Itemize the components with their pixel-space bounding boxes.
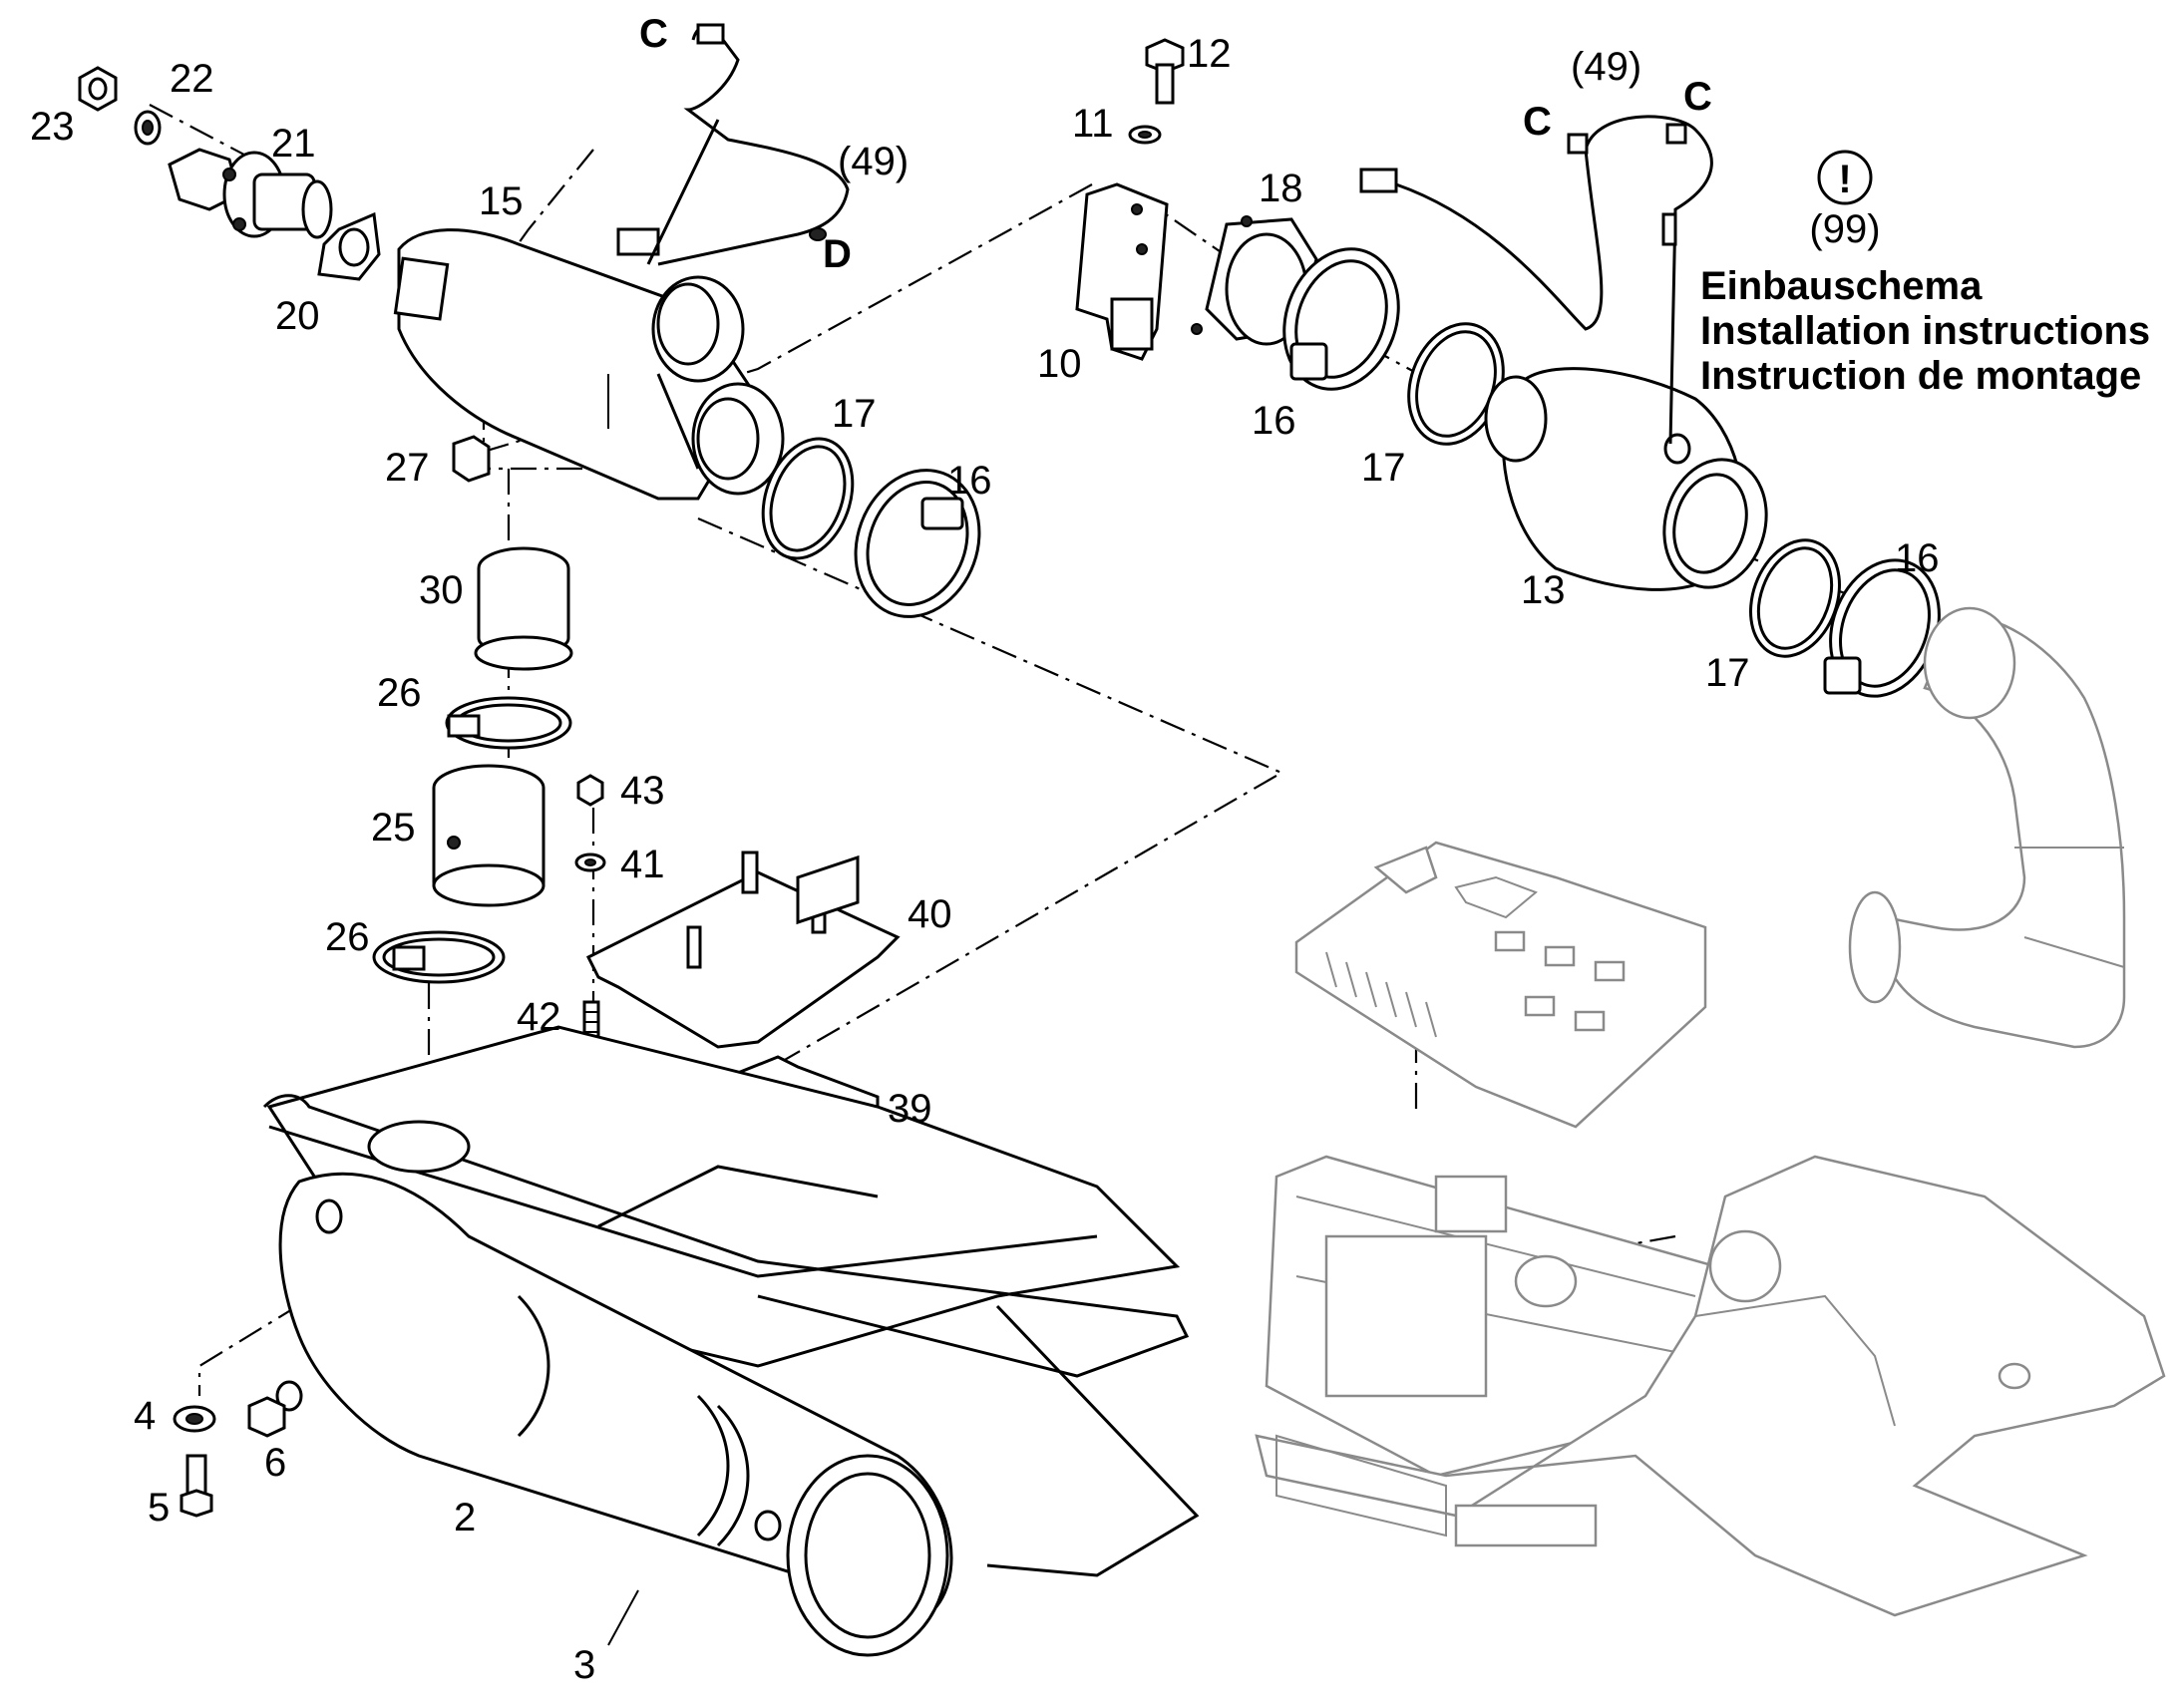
label-17-left: 17 — [832, 392, 877, 436]
clamp-26-upper — [445, 696, 572, 750]
label-18: 18 — [1259, 167, 1303, 210]
gasket-20 — [317, 211, 381, 281]
label-26-upper: 26 — [377, 671, 422, 715]
label-10: 10 — [1037, 342, 1082, 386]
label-c-left: C — [639, 12, 668, 56]
ring-17-left — [761, 437, 855, 560]
label-6: 6 — [264, 1441, 286, 1485]
plug-6 — [247, 1396, 286, 1438]
label-43: 43 — [620, 769, 665, 813]
exhaust-pipe-15 — [393, 228, 785, 501]
washer-4 — [173, 1405, 216, 1433]
outlet-pipe-gray — [1848, 606, 2126, 1049]
label-13: 13 — [1521, 568, 1566, 612]
leader-3 — [607, 1589, 639, 1646]
clamp-16-left — [854, 469, 981, 618]
bracket-10 — [1075, 182, 1169, 361]
label-49-right: (49) — [1571, 45, 1641, 89]
label-c-right: C — [1683, 75, 1712, 119]
label-49-left: (49) — [838, 140, 908, 183]
notice-ref: (99) — [1809, 207, 1880, 251]
label-22: 22 — [170, 57, 214, 101]
pipe-25 — [432, 764, 545, 907]
label-23: 23 — [30, 105, 75, 149]
exclamation-circle-icon: ! — [1817, 150, 1873, 205]
label-25: 25 — [371, 806, 416, 850]
sensor-cable-49-left — [616, 23, 850, 266]
washer-11 — [1128, 125, 1162, 145]
instruction-line-en: Installation instructions — [1700, 309, 2150, 353]
machine-overview — [1255, 841, 2166, 1617]
label-4: 4 — [134, 1394, 156, 1438]
label-17-upper: 17 — [1361, 446, 1406, 490]
cap-30 — [474, 546, 573, 671]
label-3: 3 — [573, 1643, 595, 1687]
label-d: D — [823, 232, 852, 276]
label-27: 27 — [385, 446, 430, 490]
instruction-line-fr: Instruction de montage — [1700, 354, 2141, 398]
ring-17-lower — [1749, 538, 1841, 658]
label-16-lower: 16 — [1895, 536, 1940, 580]
label-20: 20 — [275, 294, 320, 338]
bolt-5 — [180, 1454, 213, 1518]
sensor-21 — [168, 148, 333, 239]
label-5: 5 — [148, 1486, 170, 1530]
washer-22 — [134, 110, 162, 146]
label-21: 21 — [271, 122, 316, 166]
label-16-left: 16 — [947, 459, 992, 503]
label-c-mid: C — [1523, 100, 1552, 144]
plug-27 — [452, 435, 491, 483]
nut-23 — [78, 66, 118, 112]
plate-40 — [585, 851, 901, 1049]
instruction-line-de: Einbauschema — [1700, 264, 1983, 308]
clamp-26-lower — [372, 930, 506, 984]
label-16-upper: 16 — [1252, 399, 1296, 443]
label-41: 41 — [620, 843, 665, 886]
ring-17-upper — [1407, 322, 1505, 446]
label-26-lower: 26 — [325, 915, 370, 959]
label-40: 40 — [908, 892, 952, 936]
label-15: 15 — [479, 179, 524, 223]
label-42: 42 — [517, 995, 561, 1039]
notice-symbol: ! — [1838, 158, 1851, 201]
label-17-lower: 17 — [1705, 651, 1750, 695]
callout-labels: 23 22 21 20 15 C (49) D 27 17 16 12 11 1… — [30, 12, 1940, 1687]
filter-canister-13 — [1484, 367, 1768, 591]
clamp-16-upper — [1282, 247, 1400, 391]
notice-block: ! (99) Einbauschema Installation instruc… — [1700, 150, 2150, 398]
label-2: 2 — [454, 1496, 476, 1539]
clamp-16-lower — [1823, 558, 1941, 698]
muffler-assembly-2 — [262, 1025, 1200, 1657]
label-11: 11 — [1072, 102, 1114, 146]
sensor-cable-49-right — [1359, 115, 1713, 445]
bolt-12 — [1145, 38, 1185, 105]
washer-41 — [574, 853, 606, 872]
label-12: 12 — [1187, 32, 1232, 76]
label-30: 30 — [419, 568, 464, 612]
label-39: 39 — [888, 1087, 932, 1131]
nut-43 — [576, 774, 604, 807]
